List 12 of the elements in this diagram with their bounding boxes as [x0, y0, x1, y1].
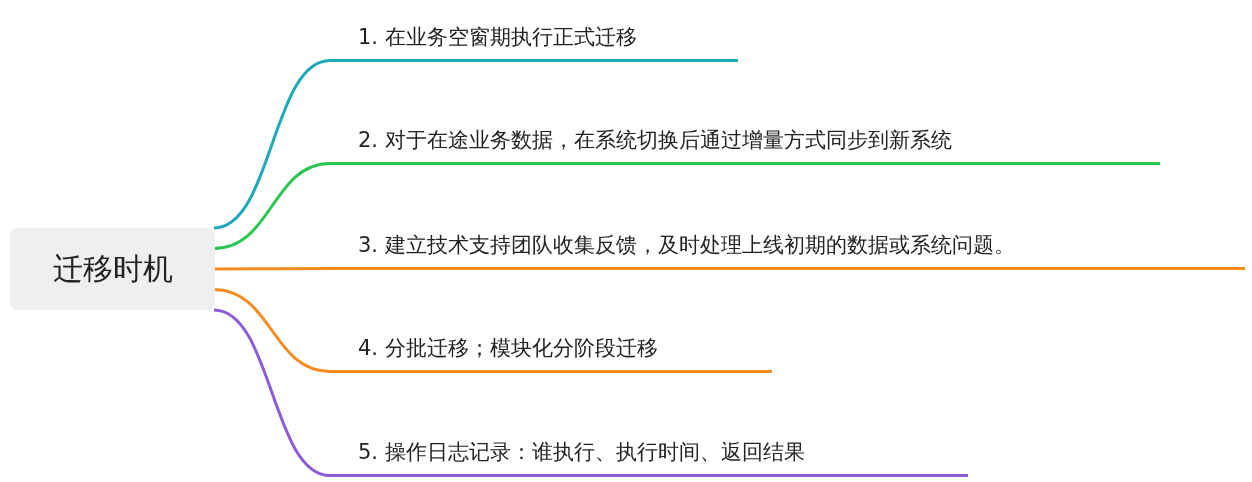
topic-box	[10, 228, 215, 310]
topic-text: 迁移时机	[52, 249, 173, 288]
branch-connector	[213, 59, 331, 230]
branch-connector	[213, 308, 331, 477]
branch-connector	[213, 162, 331, 250]
branch-connector	[213, 288, 331, 373]
branch-text: 3. 建立技术支持团队收集反馈，及时处理上线初期的数据或系统问题。	[358, 232, 1015, 259]
branch-text: 1. 在业务空窗期执行正式迁移	[358, 24, 637, 51]
branch-text: 4. 分批迁移；模块化分阶段迁移	[358, 335, 658, 362]
branch-text: 5. 操作日志记录：谁执行、执行时间、返回结果	[358, 439, 805, 466]
branch-text: 2. 对于在途业务数据，在系统切换后通过增量方式同步到新系统	[358, 127, 952, 154]
branch-connector	[214, 267, 330, 271]
